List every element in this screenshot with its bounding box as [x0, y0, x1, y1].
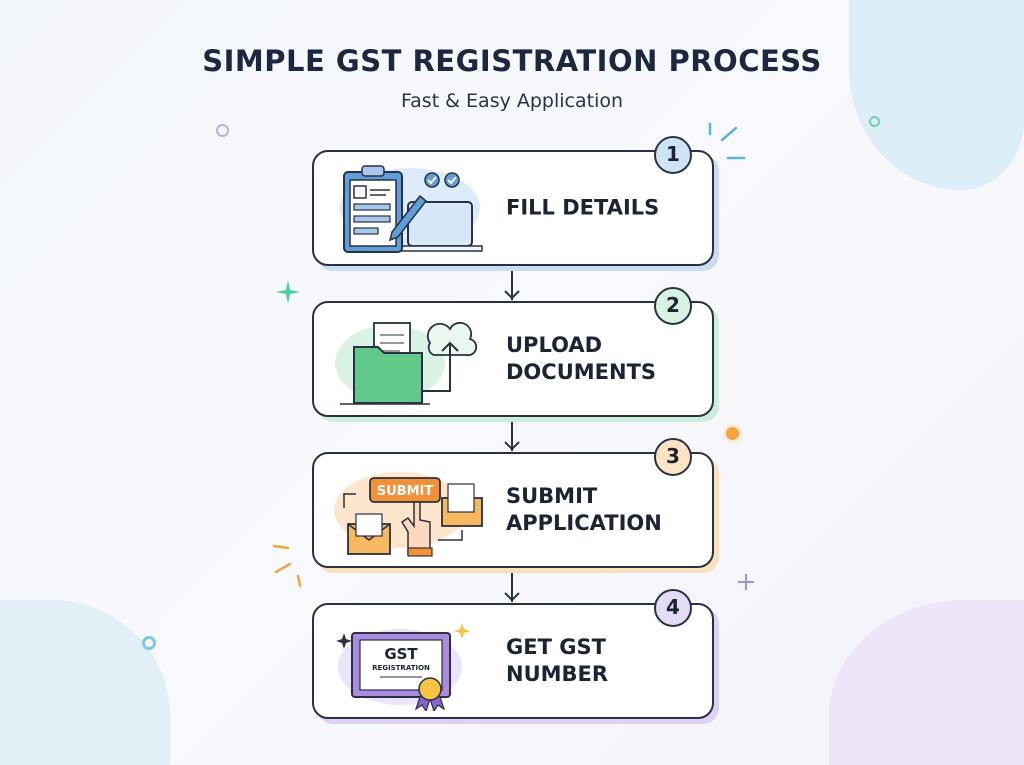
burst-icon	[272, 544, 302, 588]
folder-upload-icon	[335, 321, 478, 405]
arrow-down-icon	[504, 592, 520, 602]
step-card-get-gst-number: GST REGISTRATION GET GST NUMBER 4	[312, 589, 714, 719]
bg-blob	[829, 600, 1024, 765]
dot-icon	[726, 427, 739, 440]
certificate-title: GST	[384, 645, 418, 663]
sparkle-icon	[276, 280, 300, 304]
burst-icon	[708, 122, 746, 160]
clipboard-laptop-icon	[340, 165, 483, 253]
page-title: SIMPLE GST REGISTRATION PROCESS	[202, 44, 822, 78]
dot-icon	[216, 124, 229, 137]
connector-line	[511, 266, 513, 300]
bg-blob	[0, 600, 170, 765]
step-card-fill-details: FILL DETAILS 1	[312, 136, 714, 266]
page-subtitle: Fast & Easy Application	[400, 90, 624, 112]
submit-envelope-icon: SUBMIT	[334, 472, 483, 557]
step-number-badge: 4	[654, 589, 692, 627]
dot-icon	[869, 116, 880, 127]
dot-icon	[142, 636, 156, 650]
connector-line	[511, 568, 513, 602]
submit-button-graphic: SUBMIT	[377, 484, 434, 499]
connector-line	[511, 417, 513, 451]
certificate-subtitle: REGISTRATION	[372, 664, 430, 672]
step-label: FILL DETAILS	[506, 195, 660, 220]
step-number-badge: 1	[654, 136, 692, 174]
step-number-badge: 2	[654, 287, 692, 325]
step-label: SUBMIT APPLICATION	[506, 484, 662, 535]
step-card-submit-application: SUBMIT SUBMIT APPLICATION 3	[312, 438, 714, 568]
step-label: GET GST NUMBER	[506, 635, 609, 686]
step-card-upload-documents: UPLOAD DOCUMENTS 2	[312, 287, 714, 417]
step-label: UPLOAD DOCUMENTS	[506, 333, 657, 384]
step-number-badge: 3	[654, 438, 692, 476]
gst-certificate-icon: GST REGISTRATION	[336, 623, 470, 711]
arrow-down-icon	[504, 441, 520, 451]
sparkle-icon	[738, 574, 754, 590]
arrow-down-icon	[504, 290, 520, 300]
